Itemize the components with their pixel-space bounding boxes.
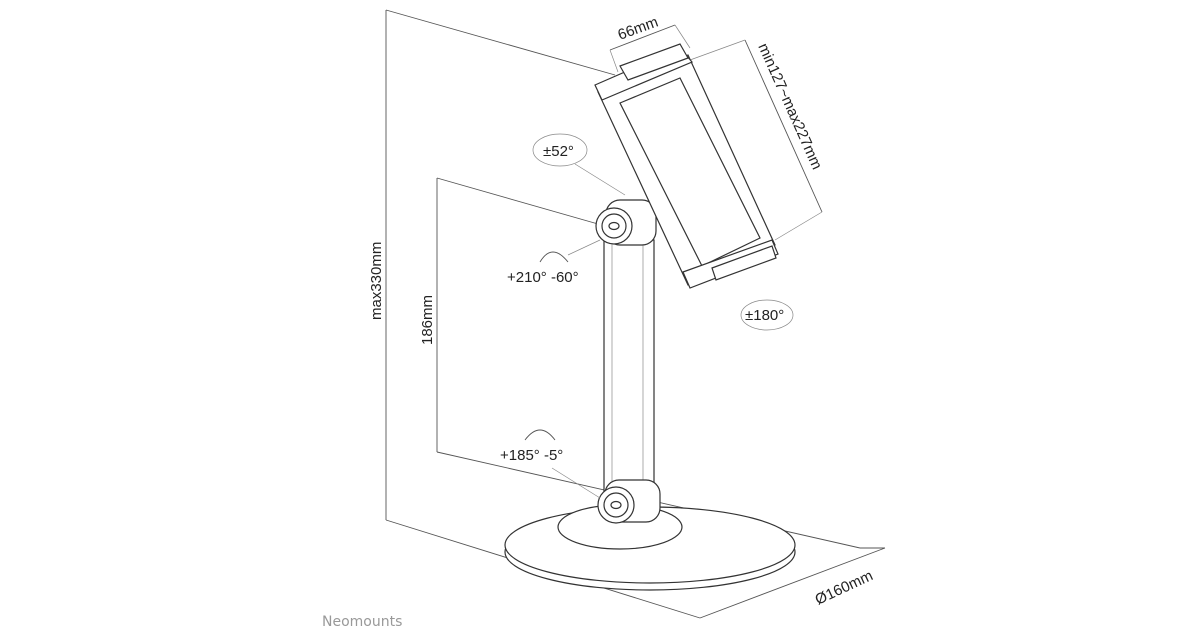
bottom-joint-rotation-callout: +185° -5°: [500, 429, 601, 499]
base-diameter-label: Ø160mm: [813, 567, 876, 608]
holder-rotate-label: ±180°: [745, 307, 784, 324]
top-joint-rotation-callout: +210° -60°: [507, 239, 601, 286]
bottom-joint: [597, 479, 661, 524]
joint-height-label: 186mm: [419, 295, 436, 345]
top-joint-rotation-label: +210° -60°: [507, 269, 579, 286]
max-height-label: max330mm: [368, 242, 385, 320]
bottom-joint-rotation-label: +185° -5°: [500, 447, 563, 464]
holder-rotate-callout: ±180°: [740, 299, 794, 331]
tablet-holder: [594, 43, 779, 289]
joint-height-dimension: 186mm: [419, 177, 861, 549]
brand-logo: Neomounts: [322, 614, 402, 630]
stand-pole: [603, 239, 655, 506]
holder-tilt-label: ±52°: [543, 143, 574, 160]
holder-tilt-callout: ±52°: [532, 133, 626, 196]
clamp-range-label: min127~max227mm: [754, 41, 825, 172]
base-plate: [504, 504, 796, 591]
top-joint: [595, 199, 657, 246]
